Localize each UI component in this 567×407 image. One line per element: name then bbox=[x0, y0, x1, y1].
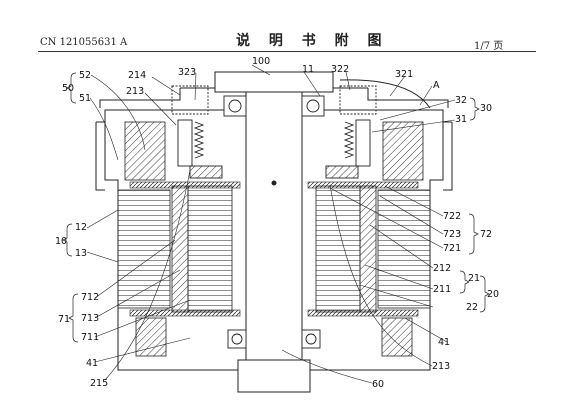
header-rule bbox=[38, 51, 536, 52]
label-723: 723 bbox=[443, 229, 461, 240]
label-32: 32 bbox=[455, 95, 467, 106]
magnet-left bbox=[124, 121, 166, 181]
label-72: 72 bbox=[480, 229, 492, 240]
label-13: 13 bbox=[75, 248, 87, 259]
stator-stack-right bbox=[377, 189, 431, 309]
housing bbox=[95, 71, 453, 371]
label-31: 31 bbox=[455, 114, 467, 125]
sheet-title: 说 明 书 附 图 bbox=[236, 33, 389, 49]
brush-holder-right bbox=[325, 85, 377, 179]
label-21: 21 bbox=[468, 273, 480, 284]
label-212: 212 bbox=[433, 263, 451, 274]
lower-block-left bbox=[135, 317, 167, 357]
label-52: 52 bbox=[79, 70, 91, 81]
brush-holder-left bbox=[171, 85, 223, 179]
label-322: 322 bbox=[331, 64, 349, 75]
rotor-stack-right bbox=[315, 185, 361, 313]
label-214: 214 bbox=[128, 70, 146, 81]
rotor-stack-left bbox=[187, 185, 233, 313]
winding-bottom-right bbox=[307, 309, 419, 317]
label-20: 20 bbox=[487, 289, 499, 300]
label-22: 22 bbox=[466, 302, 478, 313]
label-713: 713 bbox=[81, 313, 99, 324]
label-71: 71 bbox=[58, 314, 70, 325]
publication-number: CN 121055631 A bbox=[40, 37, 128, 48]
winding-bottom-left bbox=[129, 309, 241, 317]
label-30: 30 bbox=[480, 103, 492, 114]
leader-lines bbox=[86, 64, 456, 384]
label-722: 722 bbox=[443, 211, 461, 222]
label-41-right: 41 bbox=[438, 337, 450, 348]
label-321: 321 bbox=[395, 69, 413, 80]
bearings bbox=[223, 95, 325, 349]
label-12: 12 bbox=[75, 222, 87, 233]
label-721: 721 bbox=[443, 243, 461, 254]
group-brackets bbox=[62, 72, 490, 343]
page-number: 1/7 页 bbox=[474, 41, 504, 52]
label-A: A bbox=[433, 80, 440, 91]
label-100: 100 bbox=[252, 56, 270, 67]
label-11: 11 bbox=[302, 64, 314, 75]
label-712: 712 bbox=[81, 292, 99, 303]
shaft bbox=[237, 91, 311, 393]
label-41-left: 41 bbox=[86, 358, 98, 369]
winding-top-right bbox=[307, 181, 419, 189]
magnet-right bbox=[382, 121, 424, 181]
label-51: 51 bbox=[79, 93, 91, 104]
label-211: 211 bbox=[433, 284, 451, 295]
label-215: 215 bbox=[90, 378, 108, 389]
label-10: 10 bbox=[55, 236, 67, 247]
label-323: 323 bbox=[178, 67, 196, 78]
lower-block-right bbox=[381, 317, 413, 357]
label-60: 60 bbox=[372, 379, 384, 390]
winding-top-left bbox=[129, 181, 241, 189]
label-711: 711 bbox=[81, 332, 99, 343]
label-213-bottom: 213 bbox=[432, 361, 450, 372]
rotor-core-left bbox=[171, 185, 189, 313]
stator-stack-left bbox=[117, 189, 171, 309]
label-213-top: 213 bbox=[126, 86, 144, 97]
